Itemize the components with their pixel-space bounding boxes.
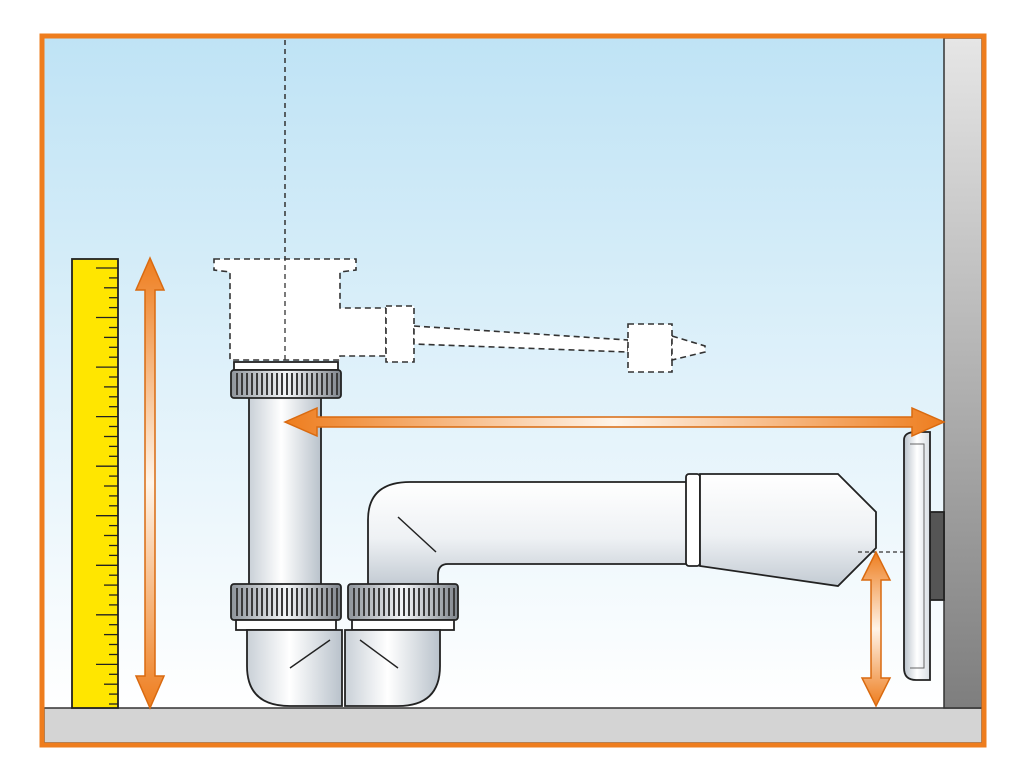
- measuring-ruler-icon: [71, 258, 119, 709]
- nut-ridges-top: [236, 373, 338, 395]
- bottle-trap-icon: [230, 361, 905, 707]
- wall-outlet-flange-icon: [903, 431, 945, 681]
- sink-drain-outline-icon: [213, 258, 706, 373]
- vertical-height-arrow-icon: [134, 256, 166, 710]
- floor: [43, 707, 983, 744]
- ruler-ticks: [96, 267, 118, 705]
- diagram-frame: [39, 33, 987, 748]
- outlet-height-arrow-icon: [860, 550, 892, 708]
- horizontal-distance-arrow-icon: [283, 406, 946, 438]
- nut-ridges-bottom: [236, 588, 455, 616]
- background-sky: [44, 38, 982, 708]
- wall: [943, 37, 983, 709]
